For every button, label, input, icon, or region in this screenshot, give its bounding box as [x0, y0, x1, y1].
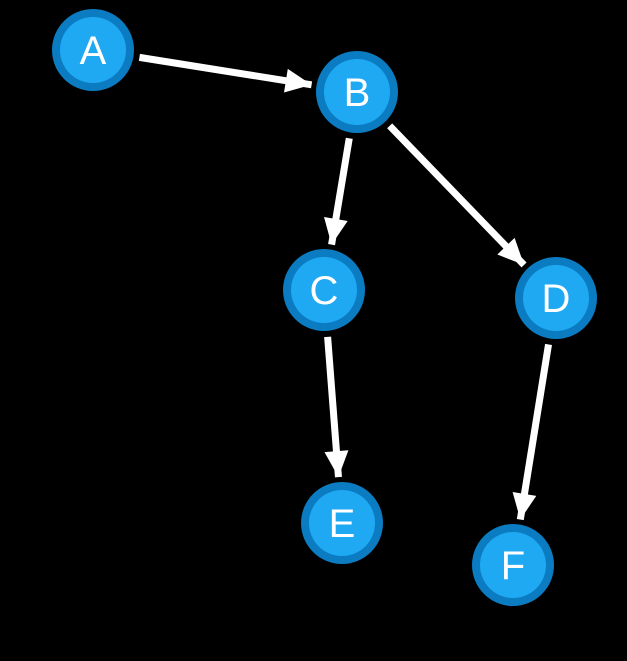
edge-D-F [512, 343, 552, 521]
node-C[interactable]: C [283, 249, 365, 331]
node-B[interactable]: B [316, 51, 398, 133]
node-F[interactable]: F [472, 524, 554, 606]
edge-B-D [387, 123, 527, 268]
node-fill [309, 490, 375, 556]
edge-C-E [324, 336, 349, 478]
edge-B-C [323, 137, 353, 246]
node-fill [324, 59, 390, 125]
edge-A-B [138, 53, 313, 93]
node-A[interactable]: A [52, 9, 134, 91]
node-fill [291, 257, 357, 323]
node-E[interactable]: E [301, 482, 383, 564]
node-fill [523, 265, 589, 331]
node-D[interactable]: D [515, 257, 597, 339]
node-fill [480, 532, 546, 598]
node-fill [60, 17, 126, 83]
